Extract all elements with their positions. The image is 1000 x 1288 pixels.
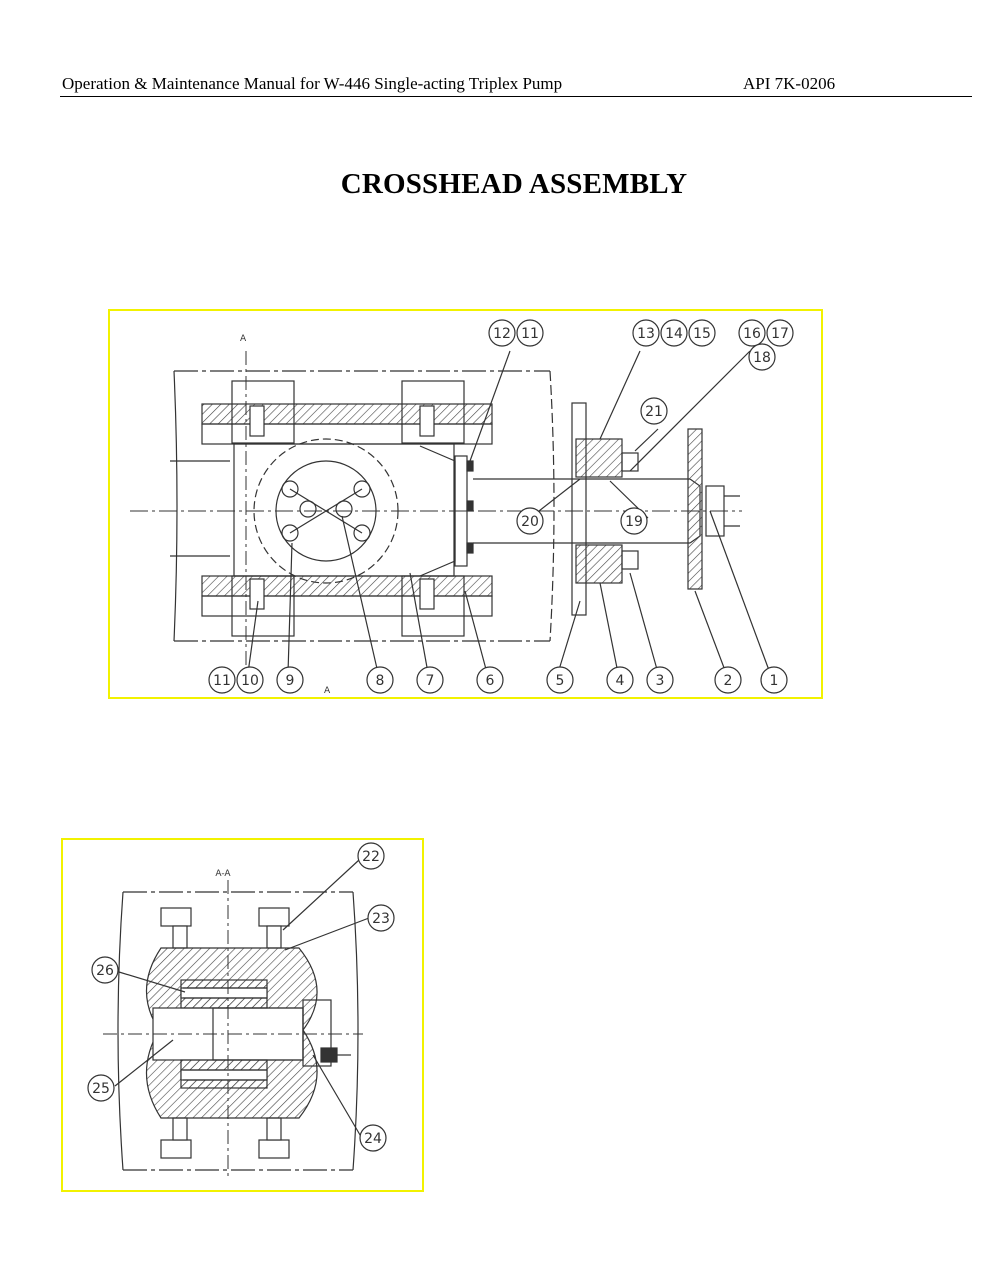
svg-text:22: 22 [362, 849, 380, 865]
svg-text:11: 11 [213, 673, 231, 689]
document-code: API 7K-0206 [743, 74, 836, 93]
callout-11-bottom: 11 [208, 666, 236, 694]
callout-23: 23 [367, 904, 395, 932]
svg-text:14: 14 [665, 326, 683, 342]
callout-7: 7 [416, 666, 444, 694]
svg-text:21: 21 [645, 404, 663, 420]
callout-1: 1 [760, 666, 788, 694]
section-marker-top: A [240, 334, 247, 344]
svg-text:15: 15 [693, 326, 711, 342]
svg-text:6: 6 [486, 673, 495, 689]
callout-20: 20 [516, 507, 544, 535]
svg-text:3: 3 [656, 673, 665, 689]
callout-19: 19 [620, 507, 648, 535]
callout-12: 12 [488, 319, 516, 347]
section-drawing-svg: A-A 22 23 26 25 24 [87, 842, 395, 1180]
callout-2: 2 [714, 666, 742, 694]
svg-text:20: 20 [521, 514, 539, 530]
svg-text:24: 24 [364, 1131, 382, 1147]
callout-25: 25 [87, 1074, 115, 1102]
svg-text:4: 4 [616, 673, 625, 689]
header-rule [60, 96, 972, 97]
svg-text:8: 8 [376, 673, 385, 689]
svg-text:26: 26 [96, 963, 114, 979]
callout-26: 26 [91, 956, 119, 984]
svg-text:10: 10 [241, 673, 259, 689]
callout-5: 5 [546, 666, 574, 694]
page-header: Operation & Maintenance Manual for W-446… [60, 74, 972, 97]
svg-text:2: 2 [724, 673, 733, 689]
section-a-a-drawing: A-A 22 23 26 25 24 [61, 838, 424, 1192]
callout-8: 8 [366, 666, 394, 694]
callout-11-top: 11 [516, 319, 544, 347]
manual-title: Operation & Maintenance Manual for W-446… [62, 74, 563, 93]
svg-text:7: 7 [426, 673, 435, 689]
callout-14: 14 [660, 319, 688, 347]
svg-text:11: 11 [521, 326, 539, 342]
callout-15: 15 [688, 319, 716, 347]
callout-6: 6 [476, 666, 504, 694]
callout-24: 24 [359, 1124, 387, 1152]
svg-text:23: 23 [372, 911, 390, 927]
svg-text:17: 17 [771, 326, 789, 342]
callout-18: 18 [748, 343, 776, 371]
svg-text:5: 5 [556, 673, 565, 689]
svg-text:12: 12 [493, 326, 511, 342]
callout-21: 21 [640, 397, 668, 425]
callout-13: 13 [632, 319, 660, 347]
svg-text:9: 9 [286, 673, 295, 689]
crosshead-assembly-drawing: A A 12 11 13 14 15 16 17 18 21 20 19 11 … [108, 309, 823, 699]
page-title: CROSSHEAD ASSEMBLY [340, 168, 688, 200]
section-label: A-A [215, 869, 231, 879]
callout-16: 16 [738, 319, 766, 347]
callout-10: 10 [236, 666, 264, 694]
callout-22: 22 [357, 842, 385, 870]
callout-4: 4 [606, 666, 634, 694]
callout-17: 17 [766, 319, 794, 347]
svg-text:1: 1 [770, 673, 779, 689]
svg-text:18: 18 [753, 350, 771, 366]
callout-9: 9 [276, 666, 304, 694]
svg-text:16: 16 [743, 326, 761, 342]
callout-3: 3 [646, 666, 674, 694]
section-marker-bottom: A [324, 686, 331, 696]
svg-text:13: 13 [637, 326, 655, 342]
svg-text:19: 19 [625, 514, 643, 530]
svg-text:25: 25 [92, 1081, 110, 1097]
assembly-drawing-svg: A A 12 11 13 14 15 16 17 18 21 20 19 11 … [130, 319, 794, 696]
